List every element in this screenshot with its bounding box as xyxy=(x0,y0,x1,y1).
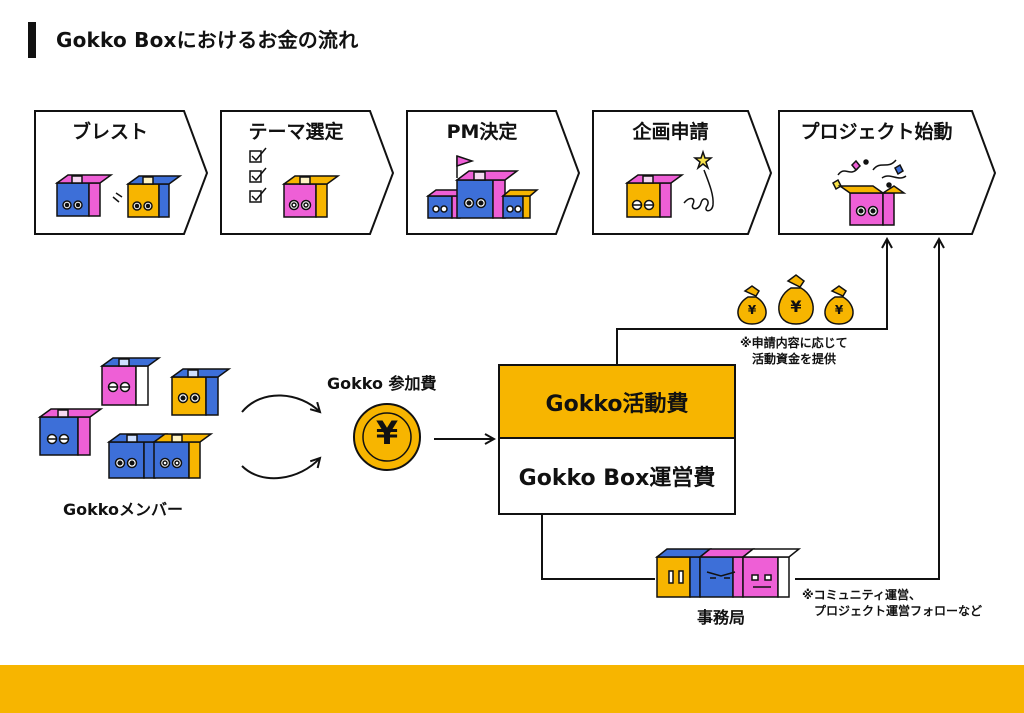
arrow-funds-to-launch xyxy=(616,239,887,364)
step-label-theme: テーマ選定 xyxy=(248,121,344,143)
box-character-icon xyxy=(281,175,341,218)
funding-note-line2: 活動資金を提供 xyxy=(752,352,837,366)
step-chevron-launch xyxy=(778,110,997,235)
money-bag-icon xyxy=(824,285,854,325)
step-label-brainstorm: ブレスト xyxy=(71,121,148,143)
checklist-icon xyxy=(249,147,267,203)
box-character-icon xyxy=(624,174,685,218)
spring-star-icon xyxy=(683,149,714,212)
member-box-icon xyxy=(169,368,232,416)
step-chevron-theme xyxy=(220,110,395,235)
money-bag-icon xyxy=(737,285,767,325)
member-box-icon xyxy=(151,433,214,479)
office-note: ※コミュニティ運営、 プロジェクト運営フォローなど xyxy=(802,587,982,619)
sparkle-lines-icon xyxy=(112,192,123,203)
footer-band xyxy=(0,665,1024,713)
office-note-line2: プロジェクト運営フォローなど xyxy=(814,604,983,618)
box-character-icon xyxy=(125,175,183,218)
office-box-icon xyxy=(697,548,756,598)
box-character-icon xyxy=(54,174,114,217)
flag-icon xyxy=(456,154,475,178)
money-bag-icon xyxy=(778,274,814,325)
money-bag-yen: ¥ xyxy=(747,303,757,317)
yen-symbol: ¥ xyxy=(375,414,399,452)
money-bag-yen: ¥ xyxy=(790,297,802,316)
activity-fund-box: Gokko活動費 xyxy=(498,364,736,439)
office-box-icon xyxy=(740,548,802,598)
office-note-line1: ※コミュニティ運営、 xyxy=(802,588,921,602)
step-label-launch: プロジェクト始動 xyxy=(800,121,953,143)
members-label: Gokkoメンバー xyxy=(63,500,183,519)
arrow-operation-to-launch xyxy=(541,515,655,580)
curved-arrow-bottom xyxy=(241,458,320,480)
arrow-office-to-launch xyxy=(795,239,939,580)
curved-arrow-top xyxy=(241,394,320,412)
operation-fund-box: Gokko Box運営費 xyxy=(498,437,736,515)
yen-coin-icon xyxy=(353,403,421,471)
celebration-box-icon xyxy=(832,159,907,226)
funding-note-line1: ※申請内容に応じて xyxy=(740,336,848,350)
office-box-icon xyxy=(654,548,713,598)
money-bag-yen: ¥ xyxy=(834,303,844,317)
office-label: 事務局 xyxy=(697,608,746,627)
member-box-icon xyxy=(99,357,162,406)
title-accent-bar xyxy=(28,22,36,58)
box-character-icon xyxy=(500,189,540,219)
step-label-pm: PM決定 xyxy=(446,121,518,143)
funding-note: ※申請内容に応じて 活動資金を提供 xyxy=(740,335,848,367)
fee-label: Gokko 参加費 xyxy=(327,374,437,393)
page-title: Gokko Boxにおけるお金の流れ xyxy=(56,28,359,52)
box-character-icon xyxy=(454,170,520,219)
member-box-icon xyxy=(37,408,104,456)
step-label-application: 企画申請 xyxy=(632,121,709,143)
